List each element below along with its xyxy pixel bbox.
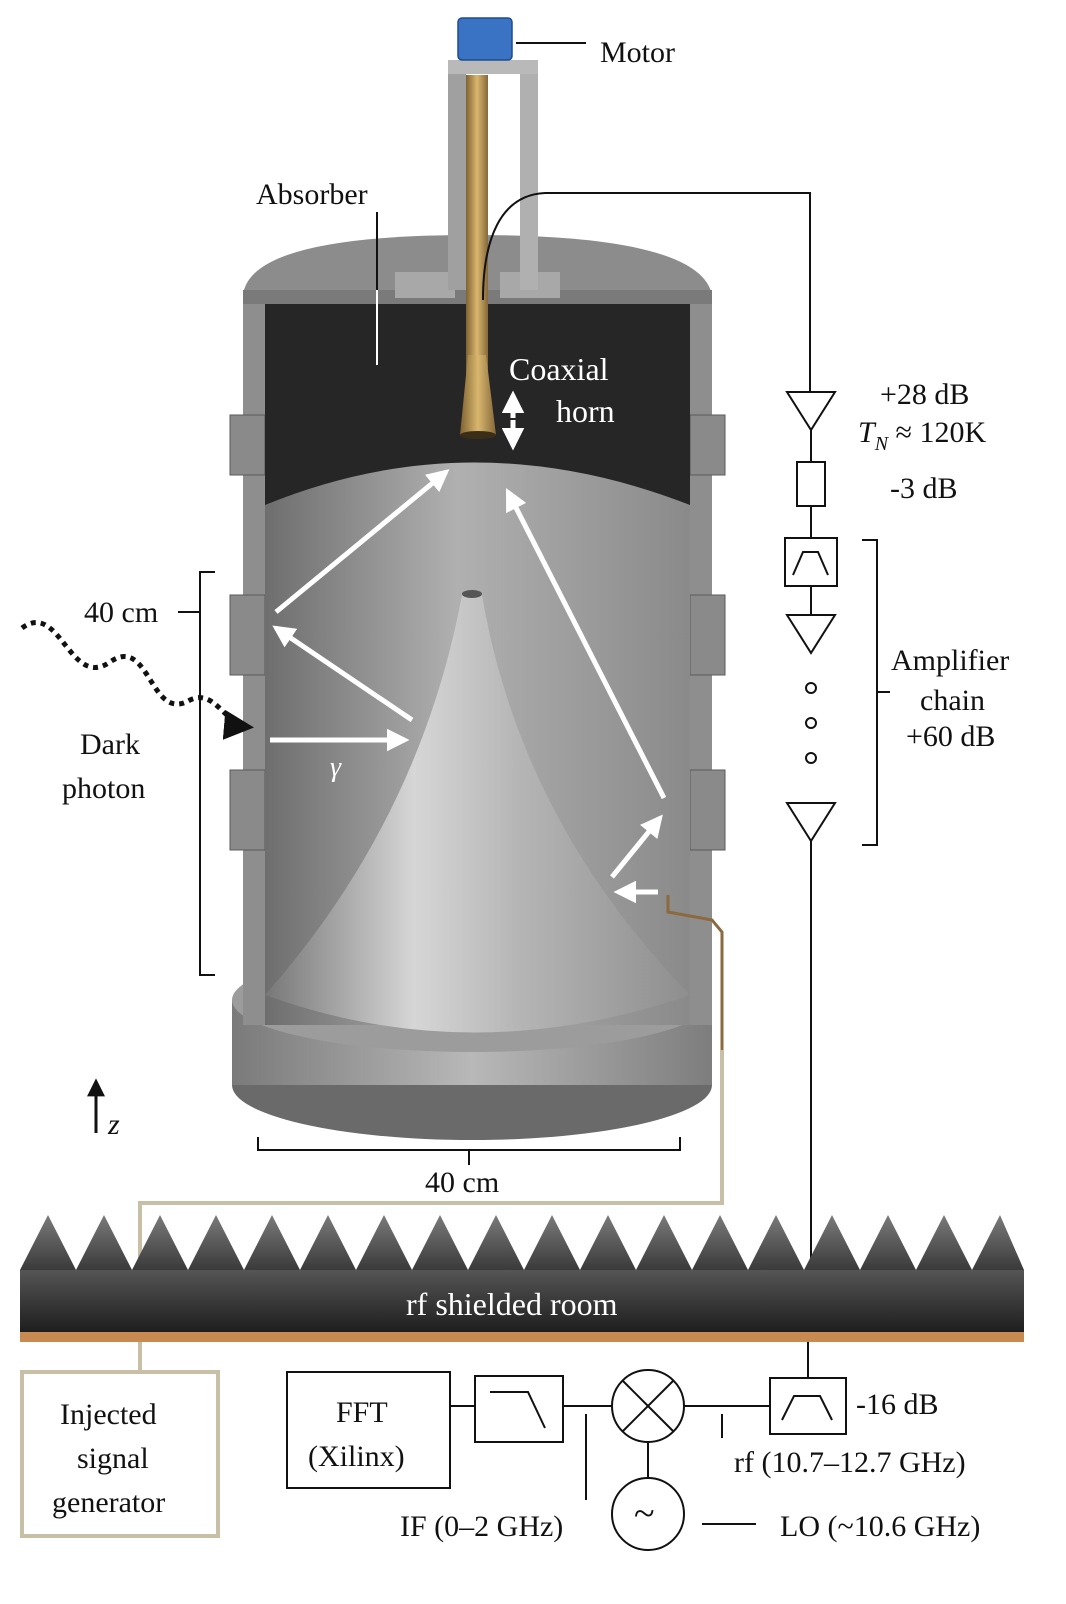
injection-probe [666, 895, 724, 1050]
rf-shielded-room [20, 1215, 1024, 1342]
ray-reflect-1 [272, 625, 414, 723]
label-injected-3: generator [52, 1486, 165, 1519]
absorber-spikes [20, 1215, 1024, 1270]
label-lo-band: LO (~10.6 GHz) [780, 1510, 980, 1543]
flanges [229, 414, 726, 851]
tn-value: ≈ 120K [888, 416, 986, 449]
local-oscillator-icon [611, 1477, 685, 1551]
cone [265, 592, 690, 1033]
coaxial-horn [460, 355, 496, 435]
bandpass-filter-1-icon [784, 537, 838, 587]
tn-subscript: N [874, 433, 890, 455]
dark-photon-wave [20, 620, 254, 740]
label-noise-temp: TN ≈ 120K [858, 416, 986, 455]
horn-rod [466, 75, 488, 375]
height-bracket [199, 571, 215, 976]
label-amp-chain-2: chain [920, 684, 985, 717]
motor-mount-top [448, 60, 538, 74]
label-atten-3db: -3 dB [890, 472, 958, 505]
photon-rays [270, 390, 667, 904]
amp-chain-bracket [862, 539, 878, 846]
injected-signal-generator [20, 1370, 220, 1538]
label-fft-2: (Xilinx) [308, 1440, 405, 1473]
label-injected-1: Injected [60, 1398, 157, 1431]
label-coaxial-horn-1: Coaxial [509, 351, 609, 387]
label-gamma: γ [330, 752, 342, 783]
injection-cable [138, 1050, 724, 1270]
label-z-axis: z [107, 1108, 120, 1141]
signal-chain [482, 192, 890, 1260]
ray-right-up [505, 487, 667, 800]
label-if-band: IF (0–2 GHz) [400, 1510, 563, 1543]
cone-tip [462, 590, 482, 598]
motor-mount-left [448, 65, 466, 290]
attenuator-icon [796, 461, 826, 507]
motor-mount-right [520, 65, 538, 290]
label-fft-1: FFT [336, 1396, 388, 1429]
label-coaxial-horn-2: horn [556, 393, 615, 429]
motor-icon [457, 17, 513, 61]
label-amp-chain-3: +60 dB [906, 720, 995, 753]
ray-right-short [610, 814, 663, 879]
lowpass-filter-icon [474, 1375, 564, 1443]
chain-dot-3 [805, 752, 817, 764]
label-gain-28: +28 dB [880, 378, 969, 411]
label-amp-chain-1: Amplifier [891, 644, 1009, 677]
coaxial-horn-mouth [460, 431, 496, 439]
ray-reflect-2 [274, 469, 450, 614]
label-injected-2: signal [77, 1442, 149, 1475]
label-motor: Motor [600, 36, 675, 69]
tn-symbol: T [858, 416, 877, 449]
label-dark-photon-2: photon [62, 772, 145, 805]
amplifier-1-icon [785, 391, 837, 432]
amplifier-2-icon [785, 614, 837, 655]
fft-box [286, 1371, 451, 1489]
label-bpf-16db: -16 dB [856, 1388, 939, 1421]
label-rf-room: rf shielded room [406, 1286, 618, 1322]
label-absorber: Absorber [256, 178, 368, 211]
amplifier-last-icon [785, 802, 837, 843]
chain-dot-1 [805, 682, 817, 694]
label-width-dim: 40 cm [425, 1166, 499, 1199]
receiver-chain [20, 1342, 847, 1551]
chain-dot-2 [805, 717, 817, 729]
label-lo-symbol: ~ [634, 1493, 655, 1535]
label-dark-photon-1: Dark [80, 728, 140, 761]
room-wall [20, 1270, 1024, 1332]
label-height-dim: 40 cm [84, 596, 158, 629]
horn-cable [482, 192, 811, 392]
bandpass-filter-rf-icon [769, 1377, 847, 1435]
room-floor [20, 1332, 1024, 1342]
lid-block-left [395, 272, 455, 298]
label-rf-band: rf (10.7–12.7 GHz) [734, 1446, 966, 1479]
cavity [229, 17, 726, 1140]
